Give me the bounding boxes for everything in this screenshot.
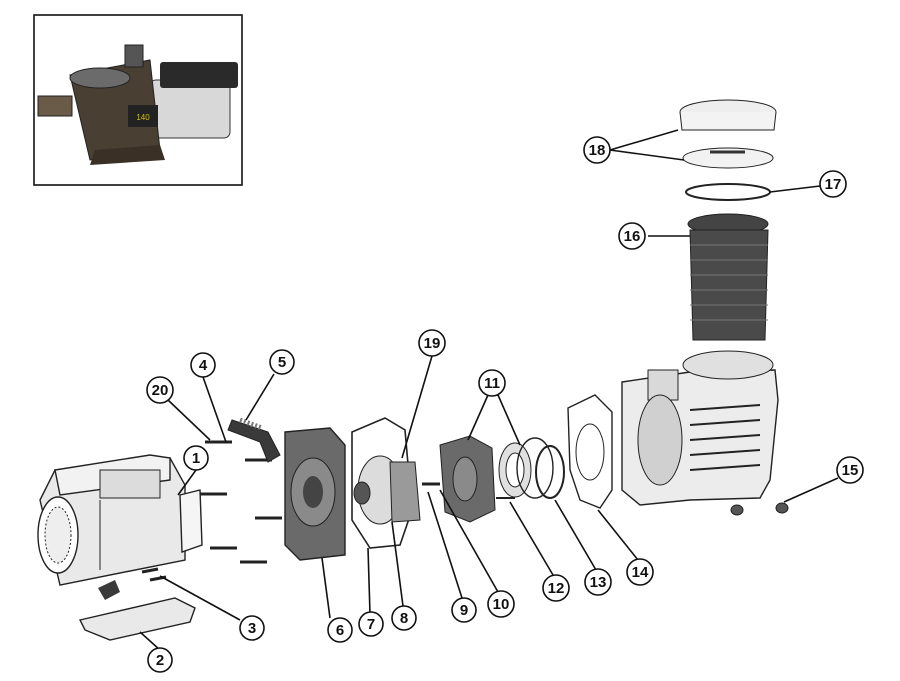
callout-1: 1 bbox=[183, 445, 209, 471]
drain-plugs bbox=[730, 502, 789, 516]
motor-base bbox=[78, 580, 196, 641]
callout-label: 1 bbox=[192, 450, 200, 467]
callout-18: 18 bbox=[583, 136, 611, 164]
callout-label: 19 bbox=[424, 335, 441, 352]
callout-label: 11 bbox=[484, 375, 500, 392]
callout-2: 2 bbox=[147, 647, 173, 673]
callout-6: 6 bbox=[327, 617, 353, 643]
impeller bbox=[353, 455, 421, 525]
callout-label: 7 bbox=[367, 616, 375, 633]
callout-12: 12 bbox=[542, 574, 570, 602]
callout-label: 8 bbox=[400, 610, 408, 627]
callout-10: 10 bbox=[487, 590, 515, 618]
base-screws bbox=[141, 567, 167, 582]
callout-label: 4 bbox=[199, 357, 208, 374]
callout-label: 20 bbox=[152, 382, 169, 399]
callout-19: 19 bbox=[418, 329, 446, 357]
callout-15: 15 bbox=[836, 456, 864, 484]
callout-label: 13 bbox=[590, 574, 607, 591]
callout-14: 14 bbox=[626, 558, 654, 586]
callout-label: 17 bbox=[825, 176, 842, 193]
callout-4: 4 bbox=[190, 352, 216, 378]
callout-label: 15 bbox=[842, 462, 859, 479]
motor-assembly bbox=[37, 454, 203, 586]
callout-label: 5 bbox=[278, 354, 286, 371]
diffuser bbox=[439, 435, 554, 523]
housing-gasket bbox=[567, 394, 613, 509]
leader-lines bbox=[139, 129, 839, 651]
callout-label: 18 bbox=[589, 142, 606, 159]
callout-label: 3 bbox=[248, 620, 256, 637]
inset-product-photo: 140 bbox=[33, 14, 243, 186]
callout-11: 11 bbox=[478, 369, 506, 397]
callout-label: 16 bbox=[624, 228, 641, 245]
callout-16: 16 bbox=[618, 222, 646, 250]
seal-plate bbox=[284, 427, 346, 561]
callout-label: 14 bbox=[632, 564, 649, 581]
callout-label: 10 bbox=[493, 596, 510, 613]
callout-8: 8 bbox=[391, 605, 417, 631]
callout-5: 5 bbox=[269, 349, 295, 375]
diffuser-gasket bbox=[351, 417, 413, 549]
callout-label: 6 bbox=[336, 622, 344, 639]
lid-o-ring bbox=[685, 183, 771, 201]
pump-housing bbox=[621, 350, 779, 506]
callout-20: 20 bbox=[146, 376, 174, 404]
callout-7: 7 bbox=[358, 611, 384, 637]
callout-label: 12 bbox=[548, 580, 565, 597]
callout-13: 13 bbox=[584, 568, 612, 596]
callout-label: 2 bbox=[156, 652, 164, 669]
callout-label: 9 bbox=[460, 602, 468, 619]
callout-17: 17 bbox=[819, 170, 847, 198]
callout-9: 9 bbox=[451, 597, 477, 623]
lid-and-lock-ring bbox=[679, 99, 777, 169]
callout-3: 3 bbox=[239, 615, 265, 641]
strainer-basket bbox=[687, 213, 769, 341]
diffuser-o-ring bbox=[496, 445, 565, 499]
svg-text:140: 140 bbox=[136, 113, 150, 122]
clamp-handle bbox=[227, 417, 281, 463]
